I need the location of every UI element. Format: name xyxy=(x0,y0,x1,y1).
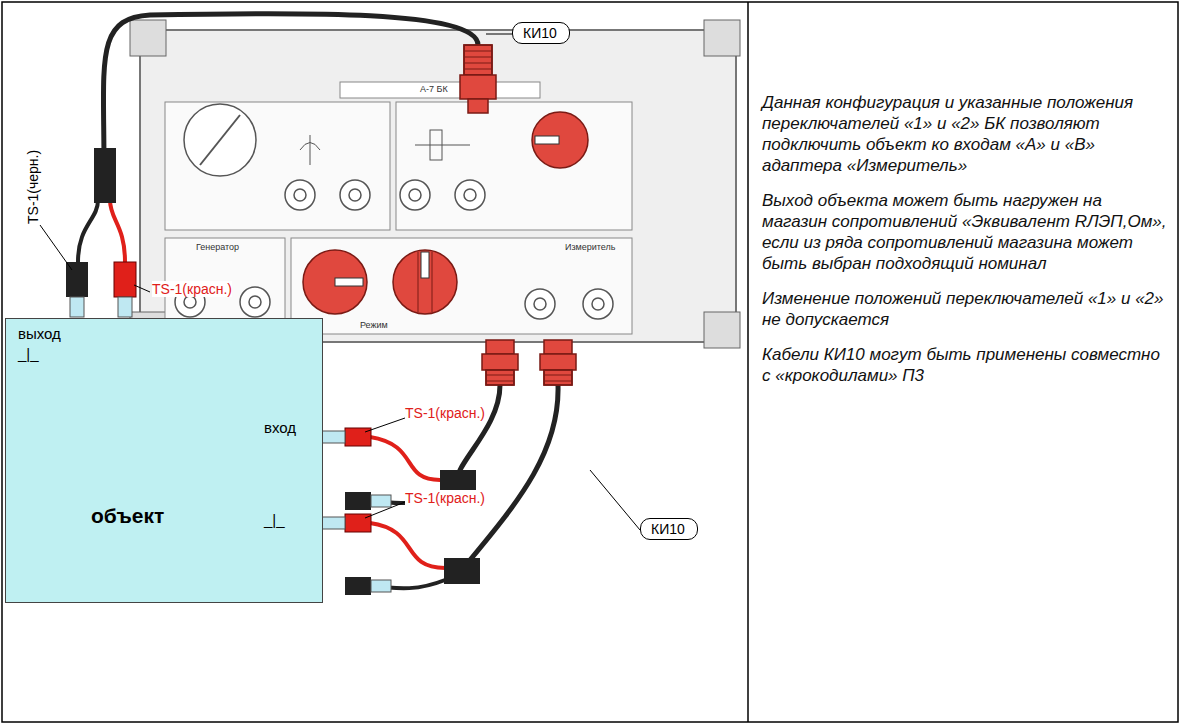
panel-label: Измеритель xyxy=(565,242,616,252)
note-text: Изменение положений переключателей «1» и… xyxy=(762,288,1167,330)
plug-label: TS-1(красн.) xyxy=(152,281,232,297)
note-text: Кабели КИ10 могут быть применены совмест… xyxy=(762,344,1167,386)
connectors xyxy=(460,45,576,385)
note-text: Выход объекта может быть нагружен на маг… xyxy=(762,190,1167,274)
panel-label: Генератор xyxy=(196,242,239,252)
device-body xyxy=(130,20,740,348)
divider xyxy=(747,2,749,722)
plug-label: TS-1(черн.) xyxy=(25,150,41,224)
callout-box: КИ10 xyxy=(640,518,698,540)
object-box: выход _|_ вход _|_ объект xyxy=(5,318,323,603)
object-text: _|_ xyxy=(264,511,285,528)
plug-label: TS-1(красн.) xyxy=(405,490,485,506)
object-text: выход xyxy=(18,325,61,342)
panel-label: А-7 БК xyxy=(420,84,448,94)
callout-text: КИ10 xyxy=(651,521,687,537)
object-text: _|_ xyxy=(18,345,39,362)
note-text: Данная конфигурация и указанные положени… xyxy=(762,92,1167,176)
notes-column: Данная конфигурация и указанные положени… xyxy=(762,92,1167,400)
plug-label: TS-1(красн.) xyxy=(405,405,485,421)
bnc-sockets xyxy=(175,180,613,319)
resistor-symbol xyxy=(415,130,470,160)
object-text: объект xyxy=(91,504,164,528)
panel-label: Режим xyxy=(360,320,388,330)
object-text: вход xyxy=(264,419,296,436)
callout-text: КИ10 xyxy=(523,25,559,41)
callout-box: КИ10 xyxy=(512,22,570,44)
capacitor-dial xyxy=(184,104,320,176)
knobs xyxy=(303,112,588,314)
